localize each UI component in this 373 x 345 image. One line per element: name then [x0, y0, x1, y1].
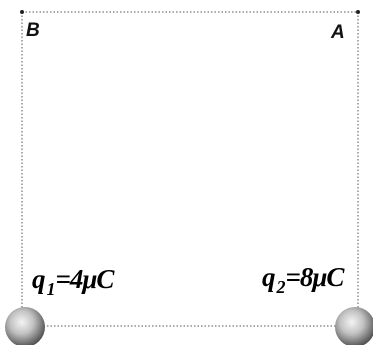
corner-point-b [20, 10, 24, 14]
charge-value-q1: =4μC [55, 264, 115, 294]
corner-point-a [356, 10, 360, 14]
charge-subscript-q2: 2 [276, 277, 286, 297]
corner-label-b: B [26, 20, 40, 41]
charge-symbol-q2: q [262, 262, 276, 292]
charge-sphere-q1 [5, 307, 45, 345]
corner-label-a: A [331, 22, 345, 43]
charge-value-q2: =8μC [285, 262, 345, 292]
charge-label-q2: q2=8μC [262, 262, 345, 297]
charge-subscript-q1: 1 [46, 279, 56, 299]
charge-sphere-q2 [335, 307, 373, 345]
charge-symbol-q1: q [32, 264, 46, 294]
charge-label-q1: q1=4μC [32, 264, 115, 299]
